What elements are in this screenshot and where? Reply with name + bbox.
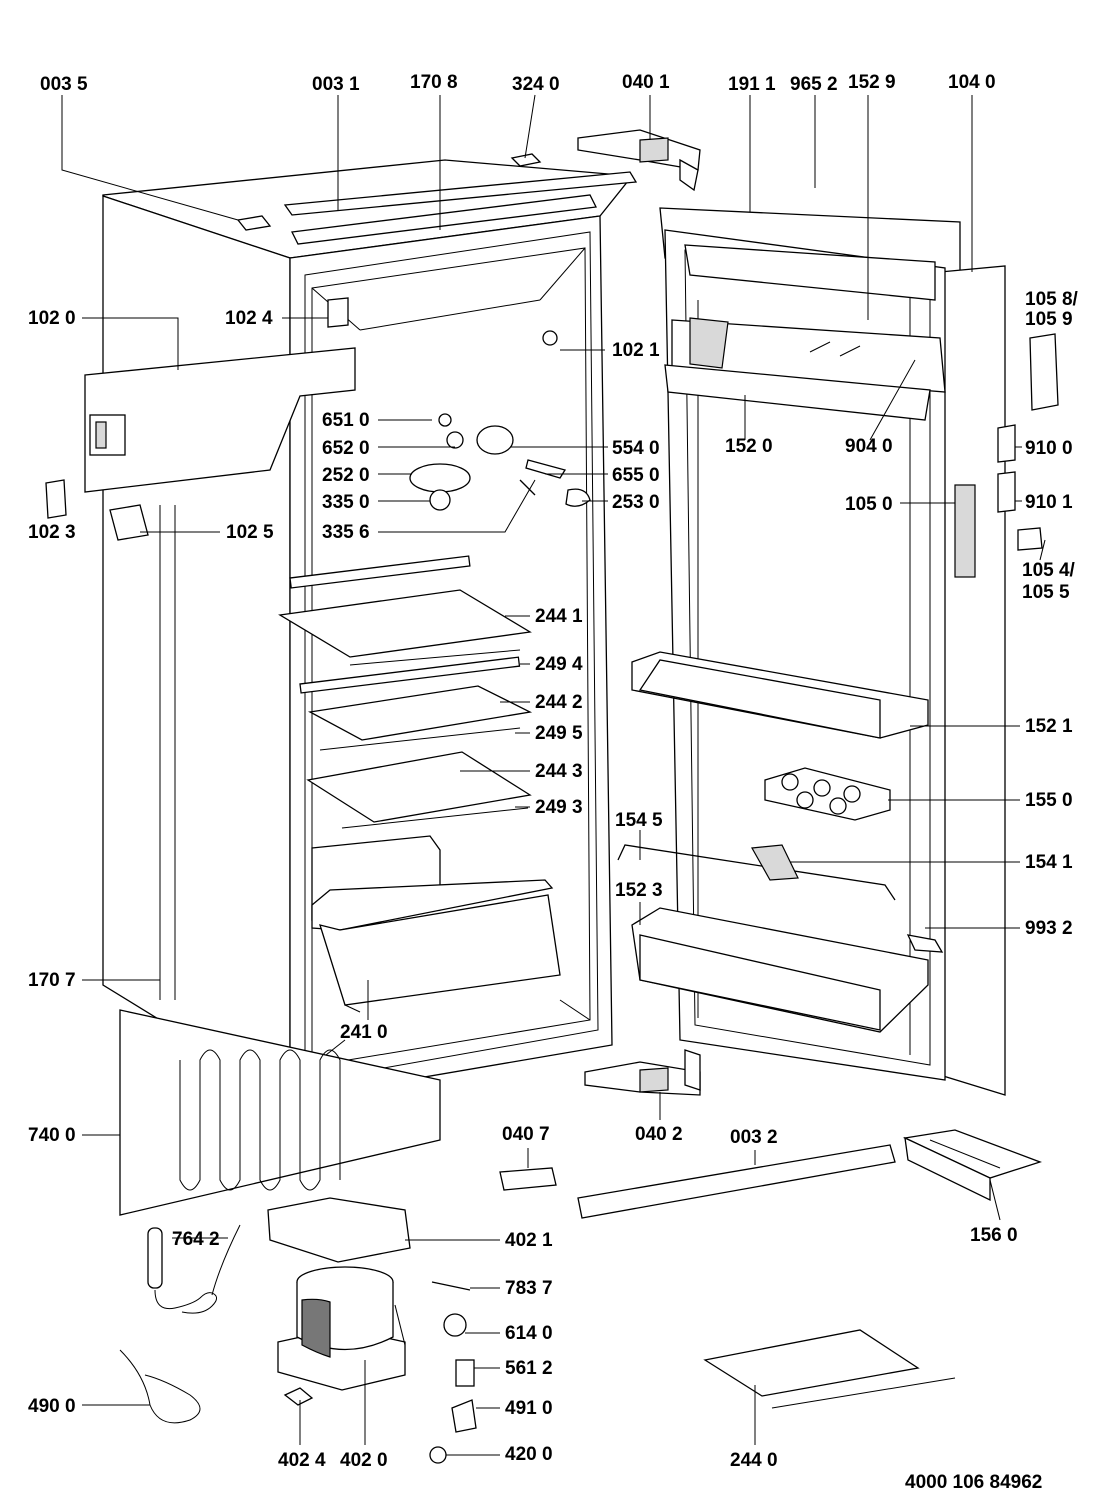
crisper-drawer xyxy=(311,835,561,1013)
callout-253-0: 253 0 xyxy=(612,492,660,513)
evaporator-cover xyxy=(45,347,356,541)
callout-102-1: 102 1 xyxy=(612,340,660,361)
callout-003-5: 003 5 xyxy=(40,74,88,95)
callout-040-2: 040 2 xyxy=(635,1124,683,1145)
callout-105-0: 105 0 xyxy=(845,494,893,515)
callout-652-0: 652 0 xyxy=(322,438,370,459)
glass-shelf-loose xyxy=(703,1329,956,1409)
callout-244-3: 244 3 xyxy=(535,761,583,782)
ice-tray xyxy=(902,1129,1042,1202)
callout-105-5: 105 5 xyxy=(1022,582,1070,603)
callout-244-2: 244 2 xyxy=(535,692,583,713)
callout-152-1: 152 1 xyxy=(1025,716,1073,737)
callout-402-4: 402 4 xyxy=(278,1450,326,1471)
callout-651-0: 651 0 xyxy=(322,410,370,431)
document-number: 4000 106 84962 xyxy=(905,1472,1042,1493)
leader-lines xyxy=(61,94,1046,1456)
callout-104-0: 104 0 xyxy=(948,72,996,93)
thermostat-capillary xyxy=(147,1224,241,1314)
callout-102-4: 102 4 xyxy=(225,308,273,329)
callout-152-3: 152 3 xyxy=(615,880,663,901)
electrical-parts xyxy=(119,1281,477,1464)
callout-105-8: 105 8/ xyxy=(1025,289,1079,310)
callout-335-6: 335 6 xyxy=(322,522,370,543)
plinth-rail xyxy=(577,1144,896,1219)
callout-105-9: 105 9 xyxy=(1025,309,1073,330)
callout-402-1: 402 1 xyxy=(505,1230,553,1251)
callout-003-1: 003 1 xyxy=(312,74,360,95)
callout-993-2: 993 2 xyxy=(1025,918,1073,939)
callout-170-7: 170 7 xyxy=(28,970,76,991)
dairy-compartment xyxy=(664,244,946,421)
callout-191-1: 191 1 xyxy=(728,74,776,95)
door-side-parts xyxy=(954,333,1059,578)
callout-335-0: 335 0 xyxy=(322,492,370,513)
compressor xyxy=(267,1197,411,1391)
callout-labels: 003 5 003 1 170 8 324 0 040 1 191 1 965 … xyxy=(28,72,1079,1493)
callout-783-7: 783 7 xyxy=(505,1278,553,1299)
callout-420-0: 420 0 xyxy=(505,1444,553,1465)
callout-249-4: 249 4 xyxy=(535,654,583,675)
callout-154-5: 154 5 xyxy=(615,810,663,831)
hinge-plate xyxy=(499,1167,557,1191)
callout-040-1: 040 1 xyxy=(622,72,670,93)
callout-910-1: 910 1 xyxy=(1025,492,1073,513)
callout-402-0: 402 0 xyxy=(340,1450,388,1471)
callout-740-0: 740 0 xyxy=(28,1125,76,1146)
shelves xyxy=(278,555,533,829)
callout-249-3: 249 3 xyxy=(535,797,583,818)
callout-324-0: 324 0 xyxy=(512,74,560,95)
callout-244-0: 244 0 xyxy=(730,1450,778,1471)
callout-561-2: 561 2 xyxy=(505,1358,553,1379)
callout-965-2: 965 2 xyxy=(790,74,838,95)
bottom-hinge xyxy=(584,1049,701,1096)
callout-614-0: 614 0 xyxy=(505,1323,553,1344)
callout-252-0: 252 0 xyxy=(322,465,370,486)
callout-040-7: 040 7 xyxy=(502,1124,550,1145)
callout-490-0: 490 0 xyxy=(28,1396,76,1417)
callout-003-2: 003 2 xyxy=(730,1127,778,1148)
callout-764-2: 764 2 xyxy=(172,1229,220,1250)
top-hinge xyxy=(577,129,701,192)
callout-904-0: 904 0 xyxy=(845,436,893,457)
callout-554-0: 554 0 xyxy=(612,438,660,459)
callout-102-5: 102 5 xyxy=(226,522,274,543)
callout-244-1: 244 1 xyxy=(535,606,583,627)
callout-156-0: 156 0 xyxy=(970,1225,1018,1246)
callout-102-3: 102 3 xyxy=(28,522,76,543)
callout-152-0: 152 0 xyxy=(725,436,773,457)
callout-154-1: 154 1 xyxy=(1025,852,1073,873)
callout-655-0: 655 0 xyxy=(612,465,660,486)
callout-105-4: 105 4/ xyxy=(1022,560,1076,581)
callout-102-0: 102 0 xyxy=(28,308,76,329)
condenser xyxy=(119,1009,441,1216)
door-bins xyxy=(617,651,944,1033)
callout-491-0: 491 0 xyxy=(505,1398,553,1419)
callout-170-8: 170 8 xyxy=(410,72,458,93)
top-rail-parts xyxy=(236,153,638,245)
callout-249-5: 249 5 xyxy=(535,723,583,744)
callout-910-0: 910 0 xyxy=(1025,438,1073,459)
callout-152-9: 152 9 xyxy=(848,72,896,93)
callout-241-0: 241 0 xyxy=(340,1022,388,1043)
callout-155-0: 155 0 xyxy=(1025,790,1073,811)
